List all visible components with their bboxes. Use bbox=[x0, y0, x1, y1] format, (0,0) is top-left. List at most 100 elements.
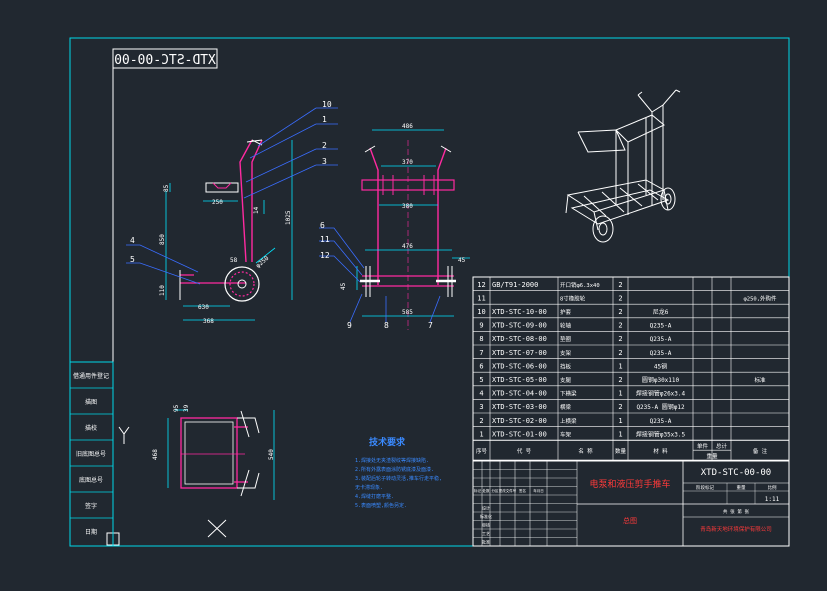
bom-cell: Q235-A bbox=[650, 418, 672, 425]
bom-cell: 12 bbox=[477, 281, 485, 289]
side-panel-cell: 底图总号 bbox=[79, 476, 103, 484]
bom-cell: 开口销φ6.3x40 bbox=[560, 281, 600, 289]
dimension-label: 1025 bbox=[285, 210, 292, 225]
title-role-cell: 处数 bbox=[483, 488, 491, 493]
title-role-cell: 标准化 bbox=[480, 513, 492, 519]
side-panel-cell: 日期 bbox=[85, 528, 97, 536]
bom-cell: 1 bbox=[618, 390, 622, 398]
side-panel-cell: 借通用件登记 bbox=[73, 372, 109, 380]
bom-header-cell: 名 称 bbox=[578, 447, 593, 455]
balloon-label: 12 bbox=[320, 251, 330, 260]
bom-header-cell: 代 号 bbox=[517, 447, 532, 455]
bom-cell: 2 bbox=[618, 294, 622, 302]
notes-line: 3.装配后轮子转动灵活,推车行走平稳, bbox=[355, 475, 442, 482]
bom-cell: 7 bbox=[479, 349, 483, 357]
balloon-label: 1 bbox=[322, 115, 327, 124]
bom-cell: 2 bbox=[618, 308, 622, 316]
bom-cell: 尼龙6 bbox=[653, 308, 669, 316]
title-role-cell: 标记 bbox=[474, 488, 482, 493]
bom-cell: XTD-STC-02-00 bbox=[492, 417, 547, 425]
side-panel-cell: 描图 bbox=[85, 398, 97, 406]
title-role-cell: 设计 bbox=[482, 505, 490, 511]
notes-line: 无卡滞现象. bbox=[355, 484, 383, 491]
notes-line: 4.焊缝打磨平整. bbox=[355, 493, 394, 500]
bom-cell: 2 bbox=[479, 417, 483, 425]
notes-line: 1.焊接处无夹渣裂纹等焊接缺陷. bbox=[355, 457, 429, 464]
title-role-cell: 年月日 bbox=[533, 488, 544, 493]
bom-cell: 2 bbox=[618, 322, 622, 330]
dimension-label: 110 bbox=[159, 285, 166, 296]
dimension-label: φ250 bbox=[255, 255, 271, 270]
bom-cell: XTD-STC-09-00 bbox=[492, 322, 547, 330]
bom-cell: Q235-A bbox=[650, 350, 672, 357]
technical-notes: 技术要求 1.焊接处无夹渣裂纹等焊接缺陷.2.所有外露表面涂防锈底漆及面漆.3.… bbox=[355, 436, 442, 509]
bom-cell: XTD-STC-05-00 bbox=[492, 376, 547, 384]
bom-cell: 2 bbox=[618, 403, 622, 411]
bom-header-cell: 序号 bbox=[476, 447, 488, 455]
title-tag-text: XTD-STC-00-00 bbox=[114, 53, 216, 68]
bom-cell: 标准 bbox=[754, 376, 766, 384]
title-role-cell: 签名 bbox=[519, 488, 526, 493]
bom-cell: XTD-STC-01-00 bbox=[492, 430, 547, 438]
balloon-label: 11 bbox=[320, 235, 330, 244]
bom-cell: 1 bbox=[479, 430, 483, 438]
bom-cell: 1 bbox=[618, 430, 622, 438]
title-role-cell: 审核 bbox=[482, 522, 490, 528]
dimension-label: 250 bbox=[212, 199, 223, 206]
balloon-label: 7 bbox=[428, 321, 433, 330]
bom-cell: 1 bbox=[618, 417, 622, 425]
dimension-label: 370 bbox=[402, 159, 413, 166]
balloon-label: 2 bbox=[322, 141, 327, 150]
bom-header-cell: 重量 bbox=[706, 452, 718, 460]
dimension-label: 45 bbox=[458, 257, 466, 264]
bom-cell: 垫圈 bbox=[560, 335, 572, 343]
bom-cell: 轮轴 bbox=[560, 322, 572, 330]
dimension-label: 585 bbox=[402, 309, 413, 316]
side-panel-cell: 旧底图总号 bbox=[76, 450, 106, 458]
isometric-view bbox=[565, 89, 681, 243]
bom-cell: φ250,外购件 bbox=[743, 294, 777, 302]
dimension-label: 85 bbox=[163, 184, 170, 192]
bom-cell: XTD-STC-04-00 bbox=[492, 390, 547, 398]
bom-cell: 8寸橡胶轮 bbox=[560, 294, 586, 302]
bom-cell: Q235-A 圆钢φ12 bbox=[636, 403, 685, 411]
dimension-label: 540 bbox=[268, 449, 275, 460]
notes-line: 2.所有外露表面涂防锈底漆及面漆. bbox=[355, 466, 434, 473]
balloon-label: 3 bbox=[322, 157, 327, 166]
bom-cell: 8 bbox=[479, 335, 483, 343]
side-panel-cell: 签字 bbox=[85, 502, 97, 510]
scale-label: 比例 bbox=[768, 484, 777, 491]
bom-cell: 2 bbox=[618, 376, 622, 384]
bom-header-cell: 材 料 bbox=[653, 447, 668, 455]
company-name: 青岛新天地环境保护有限公司 bbox=[700, 525, 772, 533]
bom-cell: 9 bbox=[479, 322, 483, 330]
side-panel-cell: 描校 bbox=[85, 424, 97, 432]
title-role-cell: 批准 bbox=[482, 539, 490, 545]
bom-header-cell: 备 注 bbox=[753, 447, 768, 455]
dimension-label: 468 bbox=[152, 449, 159, 460]
bom-cell: 2 bbox=[618, 335, 622, 343]
bom-header-cell: 数量 bbox=[615, 447, 627, 455]
bom-cell: Q235-A bbox=[650, 323, 672, 330]
scale-value: 1:11 bbox=[765, 496, 780, 503]
bom-cell: 10 bbox=[477, 308, 485, 316]
bom-cell: Q235-A bbox=[650, 336, 672, 343]
bom-cell: 4 bbox=[479, 390, 483, 398]
dimension-label: 476 bbox=[402, 243, 413, 250]
notes-line: 5.表面喷塑,颜色另定. bbox=[355, 502, 407, 509]
weight-label: 重量 bbox=[737, 484, 746, 491]
balloon-label: 9 bbox=[347, 321, 352, 330]
bom-cell: XTD-STC-06-00 bbox=[492, 362, 547, 370]
title-tag: XTD-STC-00-00 bbox=[112, 48, 218, 69]
bom-cell: 车架 bbox=[560, 430, 572, 438]
bom-cell: 圆钢φ30x110 bbox=[642, 376, 680, 384]
bom-cell: 45钢 bbox=[654, 362, 667, 370]
drawing-number: XTD-STC-00-00 bbox=[701, 468, 771, 478]
stage-label: 阶段标记 bbox=[696, 484, 714, 491]
